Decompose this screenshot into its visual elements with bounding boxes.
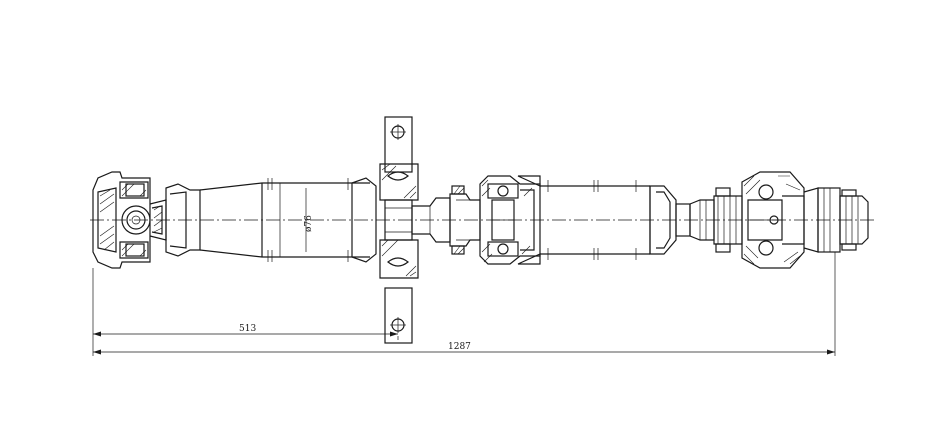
rear-slip-joint [675,187,743,253]
extension-lines [92,252,836,356]
center-universal-joint [479,175,541,265]
left-flange-yoke [92,171,151,269]
rear-flange [803,187,869,253]
tube-diameter-label: ø76 [304,215,314,232]
center-support-bearing [379,116,419,344]
intermediate-shaft [411,185,481,255]
dimension-1287-label: 1287 [448,342,471,352]
front-tube [199,177,377,263]
rear-universal-joint [741,171,805,269]
dimension-513-label: 513 [239,324,256,334]
dimension-513 [93,331,398,337]
dimension-1287 [93,349,835,355]
rear-tube [540,180,677,260]
